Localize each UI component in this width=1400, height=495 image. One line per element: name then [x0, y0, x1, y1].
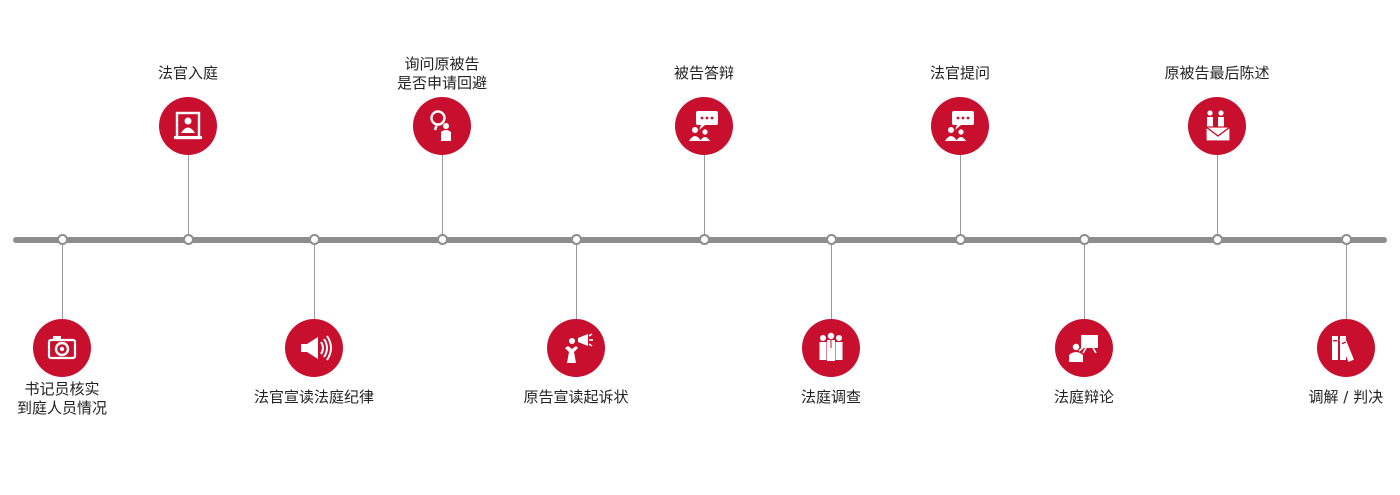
- step-judge-questions-label: 法官提问: [930, 64, 990, 83]
- step-read-discipline-label: 法官宣读法庭纪律: [254, 388, 374, 407]
- timeline-node: [698, 234, 710, 245]
- people-envelope-icon: [1199, 108, 1235, 144]
- connector-line: [830, 239, 832, 319]
- timeline-node: [436, 234, 448, 245]
- step-final-statement-badge: [1188, 97, 1246, 155]
- step-read-complaint-badge: [547, 319, 605, 377]
- step-judge-enters-badge: [159, 97, 217, 155]
- step-label-line: 法官宣读法庭纪律: [254, 388, 375, 406]
- presenter-icon: [1066, 330, 1102, 366]
- loudspeaker-icon: [296, 330, 332, 366]
- connector-line: [575, 239, 577, 319]
- step-read-complaint-label: 原告宣读起诉状: [524, 388, 629, 407]
- timeline-node: [954, 234, 966, 245]
- step-label-line: 法庭调查: [801, 388, 862, 406]
- step-court-debate-label: 法庭辩论: [1054, 388, 1114, 407]
- step-label-line: 法官入庭: [158, 64, 219, 82]
- connector-line: [187, 155, 189, 240]
- step-clerk-check-badge: [33, 319, 91, 377]
- step-read-discipline-badge: [285, 319, 343, 377]
- step-label-line: 原告宣读起诉状: [523, 388, 629, 406]
- step-label-line: 原被告最后陈述: [1164, 64, 1270, 82]
- connector-line: [1345, 239, 1347, 319]
- megaphone-person-icon: [558, 330, 594, 366]
- connector-line: [61, 239, 63, 319]
- camera-icon: [44, 330, 80, 366]
- speech-bubble-people-icon: [942, 108, 978, 144]
- connector-line: [1083, 239, 1085, 319]
- timeline-node: [56, 234, 68, 245]
- step-final-statement-label: 原被告最后陈述: [1165, 64, 1270, 83]
- connector-line: [703, 155, 705, 240]
- step-label-line: 询问原被告: [404, 55, 480, 73]
- connector-line: [959, 155, 961, 240]
- step-label-line: 被告答辩: [674, 64, 735, 82]
- speech-bubble-people-icon: [686, 108, 722, 144]
- step-mediation-judgment-badge: [1317, 319, 1375, 377]
- step-defendant-reply-badge: [675, 97, 733, 155]
- step-label-line: 书记员核实: [24, 380, 100, 398]
- step-judge-enters-label: 法官入庭: [158, 64, 218, 83]
- step-label-line: 到庭人员情况: [17, 399, 108, 417]
- step-court-debate-badge: [1055, 319, 1113, 377]
- connector-line: [313, 239, 315, 319]
- step-judge-questions-badge: [931, 97, 989, 155]
- step-clerk-check-label: 书记员核实到庭人员情况: [17, 380, 107, 418]
- timeline-node: [570, 234, 582, 245]
- step-label-line: 法庭辩论: [1054, 388, 1115, 406]
- connector-line: [441, 155, 443, 240]
- step-court-investigation-label: 法庭调查: [801, 388, 861, 407]
- timeline-node: [182, 234, 194, 245]
- group-people-icon: [813, 330, 849, 366]
- step-ask-recusal-label: 询问原被告是否申请回避: [397, 55, 487, 93]
- step-label-line: 法官提问: [930, 64, 991, 82]
- books-icon: [1328, 330, 1364, 366]
- step-mediation-judgment-label: 调解 / 判决: [1309, 388, 1384, 407]
- connector-line: [1216, 155, 1218, 240]
- timeline-node: [1211, 234, 1223, 245]
- step-defendant-reply-label: 被告答辩: [674, 64, 734, 83]
- step-court-investigation-badge: [802, 319, 860, 377]
- timeline-node: [1340, 234, 1352, 245]
- magnifier-person-icon: [424, 108, 460, 144]
- step-label-line: 是否申请回避: [397, 74, 488, 92]
- timeline-node: [308, 234, 320, 245]
- timeline-node: [1078, 234, 1090, 245]
- step-ask-recusal-badge: [413, 97, 471, 155]
- judge-bench-icon: [170, 108, 206, 144]
- timeline-node: [825, 234, 837, 245]
- step-label-line: 调解 / 判决: [1308, 388, 1384, 406]
